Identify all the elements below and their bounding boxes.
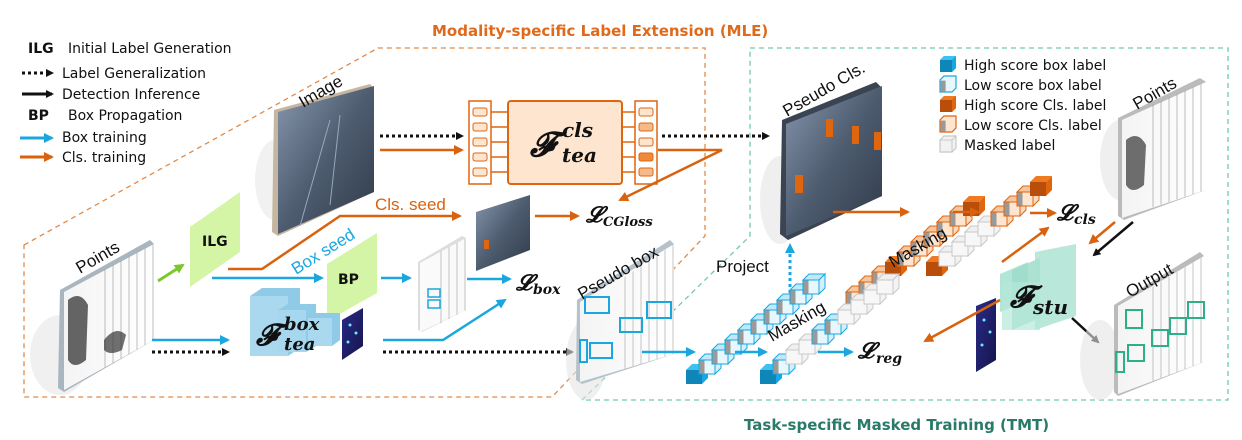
mle-boundary bbox=[23, 47, 706, 398]
project-label: Project bbox=[716, 257, 769, 276]
loss-reg: 𝓛 reg bbox=[857, 338, 902, 367]
legend-key-bp: BP bbox=[28, 108, 49, 124]
bp-label: BP bbox=[338, 272, 359, 288]
points-to-stu-inference-arrow bbox=[1092, 221, 1134, 257]
points-small-panel bbox=[418, 236, 466, 332]
stu-to-lreg-arrow bbox=[923, 298, 1001, 343]
legend-label-generalization: Label Generalization bbox=[62, 66, 206, 82]
svg-text:tea: tea bbox=[562, 143, 597, 167]
svg-text:box: box bbox=[284, 314, 320, 335]
svg-text:cls: cls bbox=[1074, 212, 1096, 228]
cls-label-chain-masked bbox=[926, 176, 1052, 276]
svg-text:stu: stu bbox=[1032, 295, 1068, 319]
svg-text:tea: tea bbox=[284, 334, 315, 355]
cls-seed-arrow bbox=[228, 211, 462, 271]
loss-cls: 𝓛 cls bbox=[1056, 200, 1096, 228]
label-cube bbox=[1030, 176, 1052, 196]
legend-low-cls: Low score Cls. label bbox=[964, 118, 1102, 134]
cube-high-box-icon bbox=[940, 56, 956, 72]
student-model: 𝓕 stu bbox=[976, 244, 1076, 372]
label-cube bbox=[875, 272, 901, 296]
points-input-panel bbox=[30, 240, 154, 395]
legend-high-box: High score box label bbox=[964, 58, 1106, 74]
tea-cls-to-cgloss-arrow bbox=[618, 148, 723, 202]
tmt-title: Task-specific Masked Training (TMT) bbox=[744, 416, 1049, 434]
ilg-block bbox=[190, 192, 240, 287]
ilg-label: ILG bbox=[202, 234, 228, 250]
pseudo-box-panel bbox=[566, 240, 674, 400]
tmt-boundary bbox=[580, 47, 1229, 401]
legend-left: ILG Initial Label Generation Label Gener… bbox=[20, 41, 232, 166]
svg-text:box: box bbox=[533, 282, 561, 298]
label-cube bbox=[801, 272, 827, 296]
cube-low-box-icon bbox=[939, 75, 957, 93]
legend-label-cls-training: Cls. training bbox=[62, 150, 146, 166]
points-right-panel bbox=[1100, 78, 1206, 220]
svg-text:CGloss: CGloss bbox=[603, 215, 653, 230]
legend-low-box: Low score box label bbox=[964, 78, 1102, 94]
legend-right: High score box label Low score box label… bbox=[939, 56, 1106, 154]
legend-label-inference: Detection Inference bbox=[62, 87, 200, 103]
image-small-panel bbox=[476, 195, 530, 271]
svg-text:reg: reg bbox=[876, 351, 902, 367]
pseudo-cls-panel bbox=[760, 82, 882, 244]
teacher-box-model: 𝓕 box tea bbox=[250, 288, 363, 360]
teacher-cls-model: 𝓕 cls tea bbox=[468, 100, 658, 185]
loss-cgloss: 𝓛 CGloss bbox=[585, 202, 653, 230]
bp-block bbox=[327, 233, 377, 321]
output-panel bbox=[1080, 252, 1205, 400]
loss-box: 𝓛 box bbox=[515, 270, 561, 298]
legend-masked: Masked label bbox=[964, 138, 1055, 154]
mle-title: Modality-specific Label Extension (MLE) bbox=[432, 22, 768, 40]
stu-to-lcls-arrow bbox=[1001, 226, 1050, 264]
legend-label-box-training: Box training bbox=[62, 130, 147, 146]
image-panel bbox=[255, 84, 374, 236]
points-to-ilg-arrow bbox=[157, 263, 185, 283]
label-cube bbox=[1002, 194, 1028, 218]
points-to-stu-cls-arrow bbox=[1088, 221, 1116, 245]
legend-label-bp: Box Propagation bbox=[68, 108, 182, 124]
svg-text:cls: cls bbox=[562, 118, 593, 142]
legend-key-ilg: ILG bbox=[28, 41, 54, 57]
cube-masked-icon bbox=[939, 135, 957, 153]
box-label-chain bbox=[686, 272, 827, 384]
cube-high-cls-icon bbox=[940, 96, 956, 112]
box-label-chain-masked bbox=[760, 272, 901, 384]
cube-low-cls-icon bbox=[939, 115, 957, 133]
legend-high-cls: High score Cls. label bbox=[964, 98, 1106, 114]
tea-box-to-lbox-arrow bbox=[383, 298, 507, 342]
cls-seed-label: Cls. seed bbox=[375, 195, 446, 214]
legend-label-ilg: Initial Label Generation bbox=[68, 41, 232, 57]
